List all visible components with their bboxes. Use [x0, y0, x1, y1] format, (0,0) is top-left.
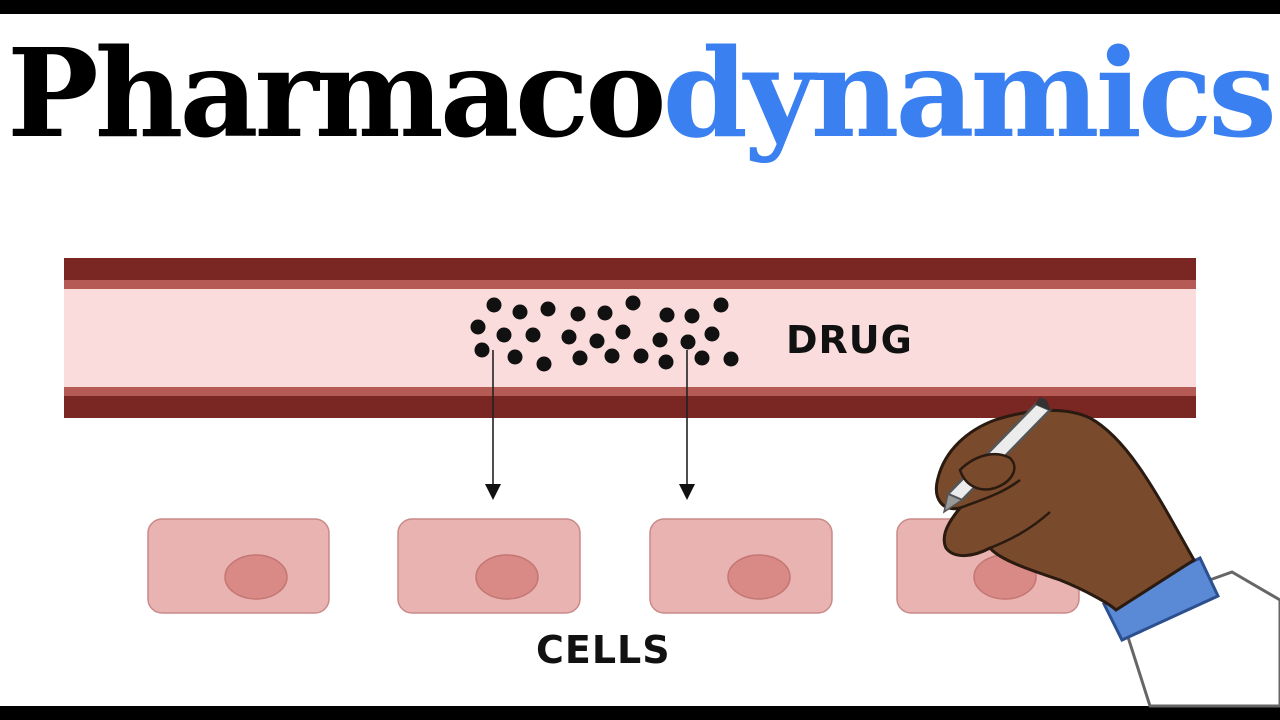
title-part-dynamics: dynamics [662, 21, 1277, 165]
diffusion-arrows [485, 350, 695, 500]
drug-particle [470, 319, 486, 335]
drug-particle [713, 297, 729, 313]
drawing-hand-icon [935, 397, 1280, 708]
title-part-pharmaco: Pharmaco [7, 21, 667, 165]
drug-particle [659, 307, 675, 323]
arrow-head-1 [485, 484, 501, 500]
cell-2 [397, 518, 581, 614]
cells [147, 518, 1080, 614]
drug-particle [597, 305, 613, 321]
cell-1 [147, 518, 330, 614]
drug-particle [615, 324, 631, 340]
page-title: Pharmacodynamics [0, 28, 1280, 158]
drug-particle [589, 333, 605, 349]
drug-particle [525, 327, 541, 343]
arrow-head-2 [679, 484, 695, 500]
drug-particle [540, 301, 556, 317]
drug-particle [570, 306, 586, 322]
drug-particle [625, 295, 641, 311]
drug-particle [723, 351, 739, 367]
top-letterbox-bar [0, 0, 1280, 14]
drug-particle [694, 350, 710, 366]
cell-3 [649, 518, 833, 614]
drug-particle [496, 327, 512, 343]
drug-particle [684, 308, 700, 324]
drug-particle [680, 334, 696, 350]
drug-particle [658, 354, 674, 370]
drug-particle [507, 349, 523, 365]
cell-nucleus [475, 554, 539, 600]
cell-nucleus [727, 554, 791, 600]
drug-particle [572, 350, 588, 366]
bottom-letterbox-bar [0, 706, 1280, 720]
drug-particle [704, 326, 720, 342]
blood-vessel [64, 258, 1196, 418]
drug-particle [536, 356, 552, 372]
cells-label: CELLS [536, 628, 671, 672]
drug-particle [633, 348, 649, 364]
cell-nucleus [224, 554, 288, 600]
drug-particle [486, 297, 502, 313]
thumb-shape [958, 453, 1016, 491]
drug-particle [474, 342, 490, 358]
drug-particle [604, 348, 620, 364]
drug-particle [512, 304, 528, 320]
drug-label: DRUG [786, 318, 913, 362]
drug-particle [652, 332, 668, 348]
drug-particle [561, 329, 577, 345]
drug-particles [470, 295, 739, 372]
